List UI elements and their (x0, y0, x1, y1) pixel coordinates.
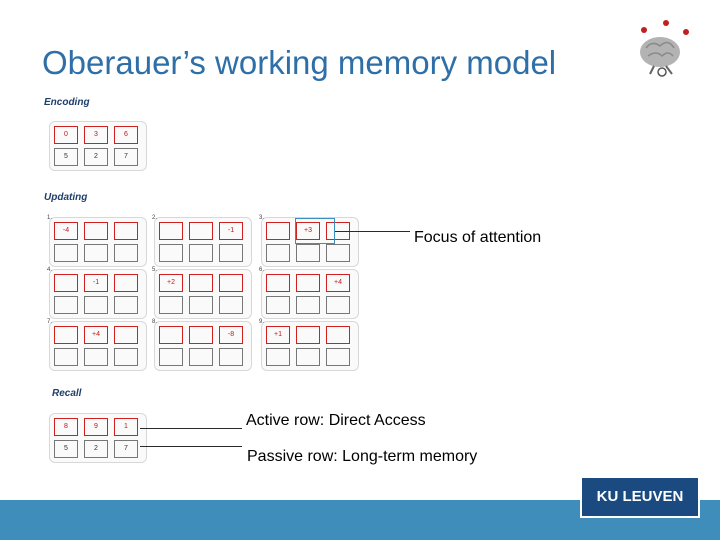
update-cell (159, 348, 183, 366)
update-cell (326, 244, 350, 262)
encoding-label: Encoding (44, 97, 90, 108)
encoding-grid: 0 3 6 5 2 7 (50, 122, 146, 170)
update-cell (189, 326, 213, 344)
update-cell (266, 274, 290, 292)
update-step-grid: 7. +4 (47, 319, 146, 370)
update-cell (114, 244, 138, 262)
update-cell (114, 326, 138, 344)
update-cell (54, 348, 78, 366)
update-cell (219, 348, 243, 366)
update-cell (189, 222, 213, 240)
update-cell (266, 296, 290, 314)
mascot-image (616, 18, 700, 78)
recall-cell: 2 (84, 440, 108, 458)
update-cell (159, 244, 183, 262)
updating-label: Updating (44, 192, 88, 203)
update-step-number: 1. (47, 215, 53, 221)
update-cell: +4 (326, 274, 350, 292)
passive-row-connector (140, 446, 242, 447)
update-cell (326, 296, 350, 314)
update-cell: +3 (296, 222, 320, 240)
update-cell (114, 222, 138, 240)
encoding-cell: 2 (84, 148, 108, 166)
recall-cell: 7 (114, 440, 138, 458)
update-step-grid: 3. +3 (259, 215, 358, 266)
recall-cell: 5 (54, 440, 78, 458)
active-row-callout: Active row: Direct Access (246, 412, 426, 429)
update-cell (296, 274, 320, 292)
update-cell (296, 244, 320, 262)
update-cell (296, 348, 320, 366)
update-cell: -8 (219, 326, 243, 344)
update-cell (219, 274, 243, 292)
update-cell: -1 (84, 274, 108, 292)
update-cell: -1 (219, 222, 243, 240)
update-step-number: 3. (259, 215, 265, 221)
update-cell (54, 244, 78, 262)
active-row-connector (140, 428, 242, 429)
update-cell (84, 222, 108, 240)
update-step-grid: 1.-4 (47, 215, 146, 266)
update-step-number: 7. (47, 319, 53, 325)
focus-box (295, 218, 335, 244)
update-step-number: 6. (259, 267, 265, 273)
update-cell (296, 296, 320, 314)
update-cell (266, 244, 290, 262)
update-cell (189, 296, 213, 314)
recall-grid: 8 9 1 5 2 7 (50, 414, 146, 462)
update-cell (189, 348, 213, 366)
update-cell (159, 222, 183, 240)
recall-label: Recall (52, 388, 82, 399)
update-cell: +4 (84, 326, 108, 344)
update-cell (266, 348, 290, 366)
update-step-number: 9. (259, 319, 265, 325)
update-cell (114, 348, 138, 366)
update-step-grid: 9.+1 (259, 319, 358, 370)
ku-leuven-logo: KU LEUVEN (580, 476, 700, 518)
update-cell (84, 244, 108, 262)
update-cell (326, 326, 350, 344)
update-cell (159, 296, 183, 314)
update-cell: -4 (54, 222, 78, 240)
update-cell (54, 274, 78, 292)
passive-row-callout: Passive row: Long-term memory (247, 448, 478, 465)
encoding-cell: 3 (84, 126, 108, 144)
encoding-cell: 6 (114, 126, 138, 144)
update-cell (219, 296, 243, 314)
update-cell: +1 (266, 326, 290, 344)
focus-connector (335, 231, 410, 232)
update-step-number: 8. (152, 319, 158, 325)
update-step-grid: 6. +4 (259, 267, 358, 318)
update-cell (159, 326, 183, 344)
update-step-number: 2. (152, 215, 158, 221)
update-cell (189, 244, 213, 262)
update-cell (54, 296, 78, 314)
update-step-grid: 4. -1 (47, 267, 146, 318)
update-cell (326, 348, 350, 366)
focus-callout: Focus of attention (414, 229, 542, 246)
update-cell (296, 326, 320, 344)
brain-juggler-icon (640, 20, 689, 77)
update-cell (114, 296, 138, 314)
update-step-number: 5. (152, 267, 158, 273)
encoding-cell: 5 (54, 148, 78, 166)
update-cell (219, 244, 243, 262)
update-cell (114, 274, 138, 292)
update-cell: +2 (159, 274, 183, 292)
slide-title: Oberauer’s working memory model (42, 44, 557, 81)
encoding-cell: 7 (114, 148, 138, 166)
encoding-cell: 0 (54, 126, 78, 144)
update-step-number: 4. (47, 267, 53, 273)
update-cell (189, 274, 213, 292)
recall-cell: 8 (54, 418, 78, 436)
update-cell (84, 296, 108, 314)
update-step-grid: 2. -1 (152, 215, 251, 266)
recall-cell: 1 (114, 418, 138, 436)
update-cell (266, 222, 290, 240)
update-cell (54, 326, 78, 344)
update-step-grid: 8. -8 (152, 319, 251, 370)
update-step-grid: 5.+2 (152, 267, 251, 318)
update-cell (84, 348, 108, 366)
recall-cell: 9 (84, 418, 108, 436)
